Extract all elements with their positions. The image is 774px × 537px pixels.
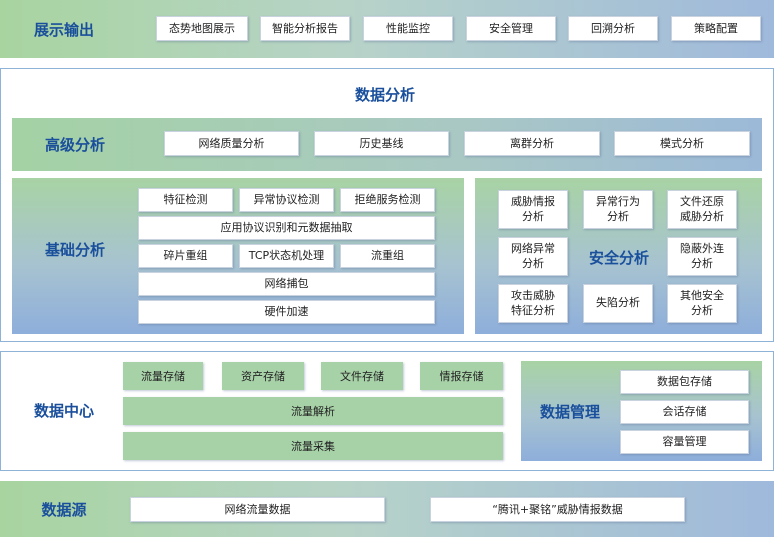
advanced-item[interactable]: 网络质量分析 [164, 131, 299, 156]
advanced-analysis-title: 高级分析 [44, 135, 105, 154]
basic-item[interactable]: 流重组 [340, 244, 435, 268]
data-source-title: 数据源 [41, 500, 87, 519]
data-mgmt-item[interactable]: 容量管理 [620, 430, 749, 454]
storage-item[interactable]: 情报存储 [420, 362, 503, 390]
security-item[interactable]: 异常行为 分析 [583, 190, 653, 229]
basic-item[interactable]: 碎片重组 [138, 244, 233, 268]
basic-item[interactable]: 异常协议检测 [239, 188, 334, 212]
display-item[interactable]: 态势地图展示 [156, 16, 248, 41]
source-item[interactable]: “腾讯+聚铭”威胁情报数据 [430, 497, 685, 522]
security-item[interactable]: 隐蔽外连 分析 [667, 237, 737, 276]
display-output-title: 展示输出 [33, 20, 94, 39]
storage-item[interactable]: 资产存储 [222, 362, 304, 390]
advanced-item[interactable]: 模式分析 [614, 131, 750, 156]
data-analysis-title: 数据分析 [354, 85, 415, 104]
traffic-parse[interactable]: 流量解析 [123, 397, 503, 425]
storage-item[interactable]: 流量存储 [123, 362, 203, 390]
basic-item[interactable]: 特征检测 [138, 188, 233, 212]
security-item[interactable]: 失陷分析 [583, 284, 653, 323]
security-item[interactable]: 攻击威胁 特征分析 [498, 284, 568, 323]
basic-item[interactable]: TCP状态机处理 [239, 244, 334, 268]
data-mgmt-title: 数据管理 [539, 402, 600, 421]
data-mgmt-item[interactable]: 会话存储 [620, 400, 749, 424]
display-item[interactable]: 安全管理 [466, 16, 556, 41]
security-analysis-title: 安全分析 [588, 248, 649, 267]
display-item[interactable]: 策略配置 [671, 16, 761, 41]
security-item[interactable]: 网络异常 分析 [498, 237, 568, 276]
basic-item-wide[interactable]: 硬件加速 [138, 300, 435, 324]
security-item[interactable]: 文件还原 威胁分析 [667, 190, 737, 229]
source-item[interactable]: 网络流量数据 [130, 497, 385, 522]
basic-item[interactable]: 拒绝服务检测 [340, 188, 435, 212]
basic-item-wide[interactable]: 应用协议识别和元数据抽取 [138, 216, 435, 240]
advanced-item[interactable]: 历史基线 [314, 131, 449, 156]
security-item[interactable]: 其他安全 分析 [667, 284, 737, 323]
data-mgmt-item[interactable]: 数据包存储 [620, 370, 749, 394]
basic-item-wide[interactable]: 网络捕包 [138, 272, 435, 296]
security-item[interactable]: 威胁情报 分析 [498, 190, 568, 229]
display-item[interactable]: 性能监控 [363, 16, 453, 41]
data-center-title: 数据中心 [33, 401, 94, 420]
traffic-collect[interactable]: 流量采集 [123, 432, 503, 460]
advanced-item[interactable]: 离群分析 [464, 131, 600, 156]
display-item[interactable]: 回溯分析 [568, 16, 658, 41]
display-item[interactable]: 智能分析报告 [260, 16, 350, 41]
basic-analysis-title: 基础分析 [44, 240, 105, 259]
storage-item[interactable]: 文件存储 [321, 362, 403, 390]
